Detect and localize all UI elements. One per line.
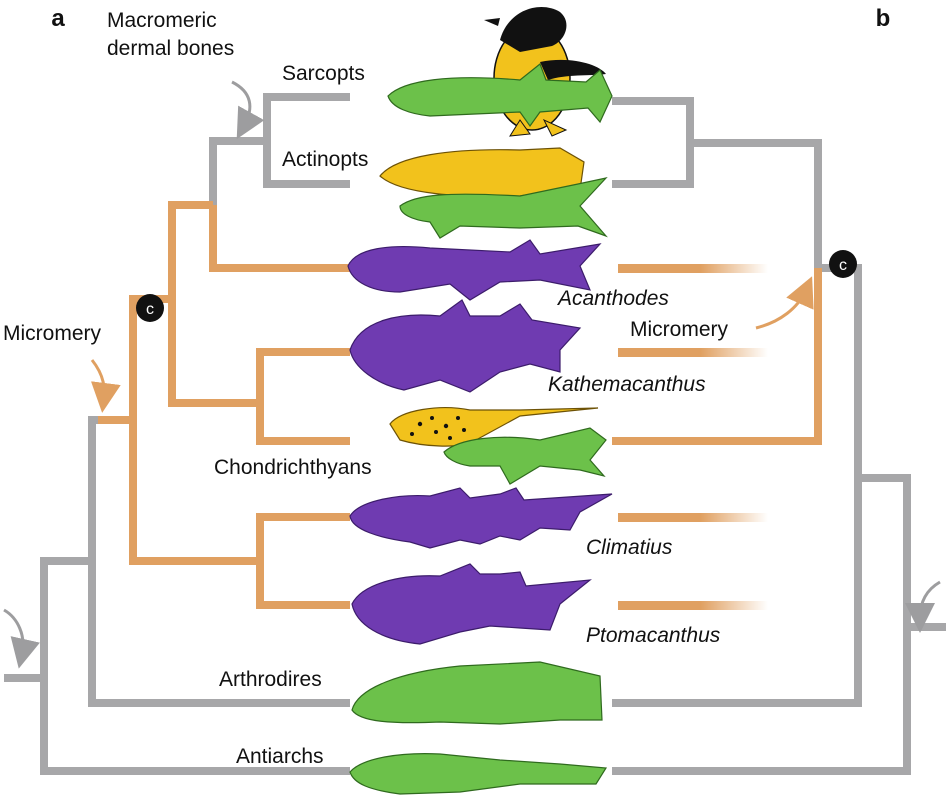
macromeric-label-line1: Macromeric	[107, 9, 217, 32]
branch-climatius-a	[256, 513, 350, 609]
micromery-arrow-a	[90, 359, 121, 413]
ray-fish	[389, 407, 599, 447]
penguin-illustration	[484, 7, 606, 137]
branch-chondrichthyans-b	[612, 268, 822, 445]
chondrichthyan-illustrations	[389, 407, 607, 485]
branch-sarcopts-b	[612, 97, 694, 188]
acanthodes-fish	[347, 239, 602, 301]
branch-acanthodes-a	[209, 205, 350, 272]
actinopts-label: Actinopts	[282, 148, 368, 171]
tree-a: c	[3, 80, 350, 775]
ptomacanthus-fish	[351, 563, 592, 645]
panel-b-label: b	[876, 5, 891, 32]
micromery-label-b: Micromery	[630, 318, 728, 341]
panel-a-label: a	[51, 5, 65, 32]
kathemacanthus-fish	[349, 299, 582, 393]
climatius-fish	[349, 487, 613, 549]
branch-osteichthyes-a	[209, 137, 267, 205]
branch-crown-b	[818, 264, 862, 478]
node-c-b	[829, 250, 857, 278]
stem-arrow-b	[905, 580, 941, 633]
ray-spots	[410, 416, 466, 440]
ptomacanthus-label: Ptomacanthus	[586, 624, 721, 647]
branch-crown-a	[168, 201, 260, 407]
branch-node-b	[858, 474, 911, 627]
kathemacanthus-label: Kathemacanthus	[548, 373, 706, 396]
chondrichthyans-label: Chondrichthyans	[214, 456, 372, 479]
organism-illustrations	[347, 7, 613, 795]
node-c-a-label: c	[146, 301, 154, 318]
actinopt-yellow-fish	[379, 147, 585, 198]
stem-arrow-a	[3, 608, 40, 669]
branch-antiarchs-b	[612, 627, 911, 775]
stub-ptomacanthus-b	[618, 601, 768, 610]
branch-kathemacanthus-a	[256, 348, 350, 445]
branch-arthrodires-b	[612, 478, 862, 707]
actinopt-green-fish	[399, 177, 608, 239]
tree-b: c	[612, 97, 946, 775]
macromeric-arrow	[231, 80, 265, 140]
arthrodire-fish	[351, 661, 603, 725]
branch-root-a	[40, 557, 350, 775]
antiarchs-label: Antiarchs	[236, 745, 324, 768]
macromeric-label-line2: dermal bones	[107, 37, 234, 60]
stub-climatius-b	[618, 513, 768, 522]
acanthodes-label: Acanthodes	[556, 287, 669, 310]
sarcopts-label: Sarcopts	[282, 62, 365, 85]
stub-kathemacanthus-b	[618, 348, 768, 357]
shark-fish	[443, 427, 607, 485]
climatius-label: Climatius	[586, 536, 673, 559]
antiarch-fish	[349, 753, 608, 795]
node-c-a	[136, 294, 164, 322]
branch-osteichthyes-b	[690, 139, 822, 268]
node-c-b-label: c	[839, 257, 847, 274]
micromery-label-a: Micromery	[3, 322, 101, 345]
stub-acanthodes-b	[618, 264, 768, 273]
arthrodires-label: Arthrodires	[219, 668, 322, 691]
branch-lower-a	[129, 295, 260, 565]
sarcopt-fish	[387, 63, 613, 128]
micromery-arrow-b	[755, 276, 814, 330]
labels: a b Macromeric dermal bones Sarcopts Act…	[3, 5, 890, 768]
